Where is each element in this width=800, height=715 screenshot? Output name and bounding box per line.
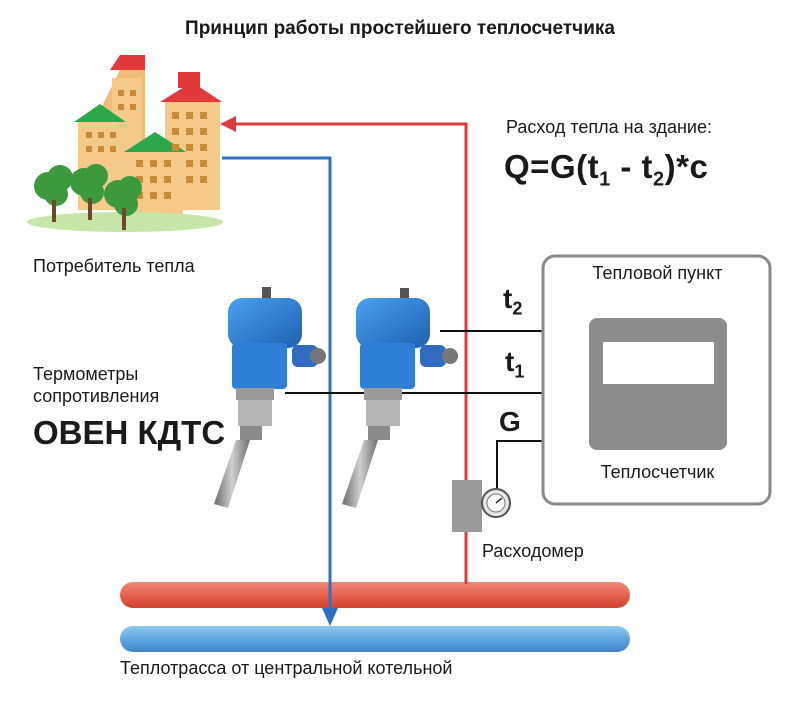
consumer-buildings [27,55,223,232]
formula-sub-1: 1 [599,168,611,191]
formula-part: )*c [664,148,709,185]
signal-label-t1: t1 [505,346,524,383]
formula-part: Q=G(t [504,148,600,185]
heat-station-label: Тепловой пункт [592,263,723,283]
signal-t2-base: t [503,283,513,314]
heat-meter-label: Теплосчетчик [600,462,715,482]
supply-pipe [120,582,630,608]
consumer-label: Потребитель тепла [33,256,195,276]
formula-label: Расход тепла на здание: [506,117,712,137]
temperature-sensor-2 [342,288,458,508]
main-pipe-label: Теплотрасса от центральной котельной [120,658,453,678]
thermometers-line-2: сопротивления [33,386,160,406]
flow-meter [452,480,511,532]
heat-formula: Q=G(t1 - t2)*c [504,148,708,192]
signal-label-t2: t2 [503,283,522,320]
signal-t1-sub: 1 [514,361,525,382]
signal-label-g: G [499,406,521,438]
return-pipe [120,626,630,652]
supply-line [220,116,468,584]
flow-meter-label: Расходомер [482,541,584,561]
thermometers-line-1: Термометры [33,364,139,384]
signal-g-base: G [499,406,521,437]
return-line [222,156,338,626]
thermometers-label: Термометры сопротивления [33,363,159,407]
diagram-title: Принцип работы простейшего теплосчетчика [185,18,615,39]
temperature-sensor-1 [214,287,326,508]
heat-meter-device [589,318,727,450]
thermometers-brand: ОВЕН КДТС [33,414,226,451]
signal-t1-base: t [505,346,515,377]
signal-t2-sub: 2 [512,298,523,319]
formula-part: - t [610,148,654,185]
formula-sub-2: 2 [653,168,665,191]
